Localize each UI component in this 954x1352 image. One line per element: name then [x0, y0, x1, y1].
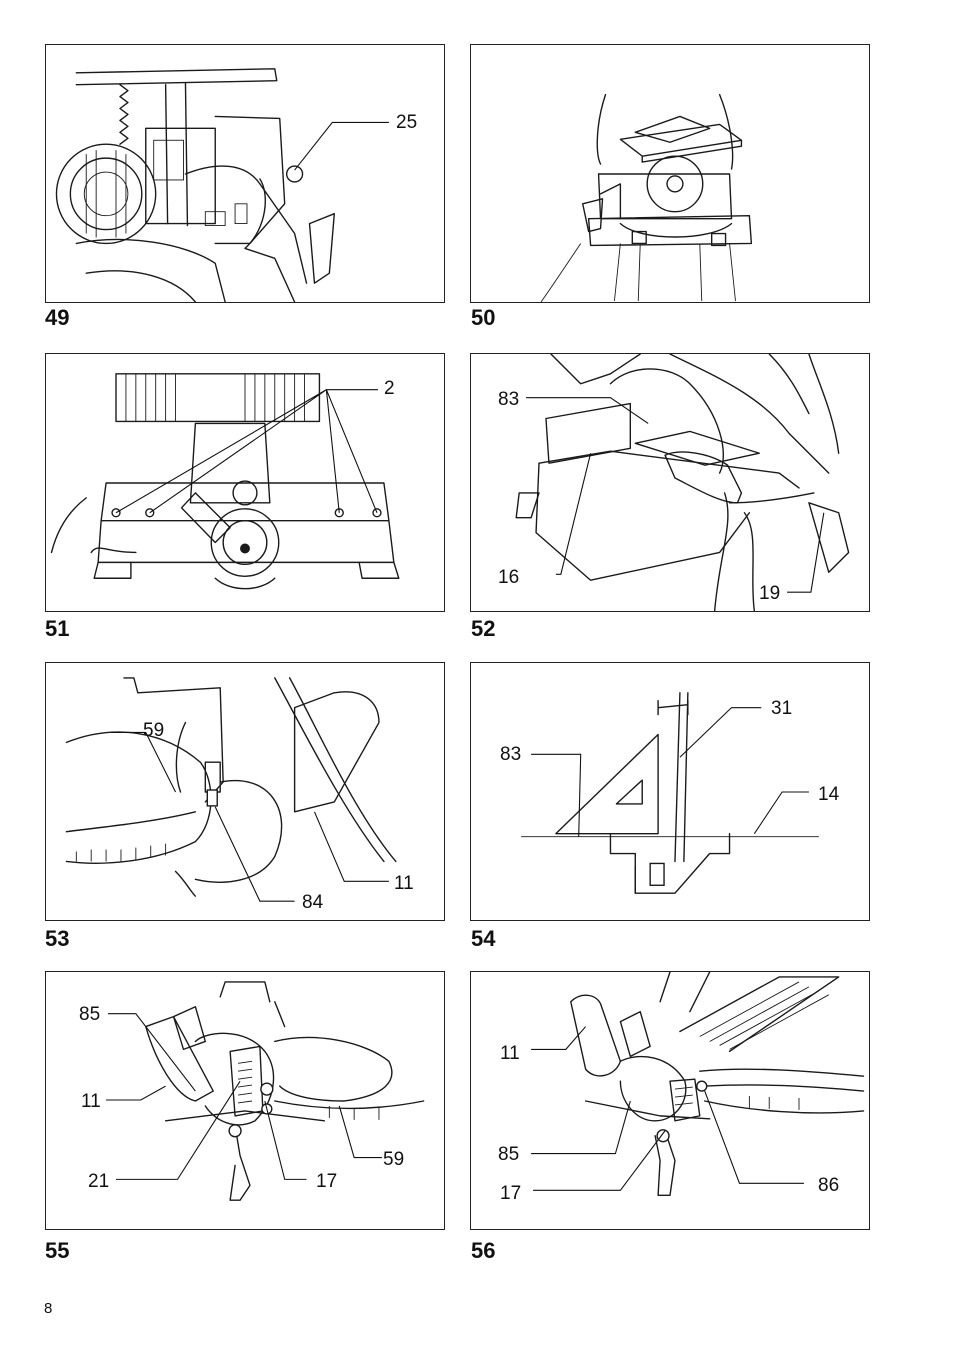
saw-front-drawing [540, 93, 753, 302]
saw-blade-guard-drawing [65, 677, 397, 902]
saw-table-hand-drawing [515, 354, 850, 611]
callout-84: 84 [302, 892, 324, 913]
callout-83-fig54: 83 [500, 744, 522, 765]
callout-16: 16 [498, 567, 520, 588]
callout-21: 21 [88, 1171, 110, 1192]
figure-number-50: 50 [471, 305, 496, 330]
callout-19: 19 [759, 583, 781, 604]
figure-50-illustration [470, 44, 870, 303]
page-number: 8 [44, 1300, 53, 1317]
figure-56-illustration: 11 85 17 86 [470, 971, 870, 1230]
callout-17-fig56: 17 [500, 1183, 522, 1204]
callout-59-fig55: 59 [383, 1149, 405, 1170]
figure-number-56: 56 [471, 1238, 496, 1263]
callout-31: 31 [771, 698, 793, 719]
figure-number-55: 55 [45, 1238, 70, 1263]
figure-49-illustration: 25 [45, 44, 445, 303]
figure-number-52: 52 [471, 616, 496, 641]
callout-25: 25 [396, 112, 418, 133]
bevel-stop-drawing [531, 972, 865, 1196]
figure-53-illustration: 59 84 11 [45, 662, 445, 921]
figure-55-illustration: 85 11 21 17 59 [45, 971, 445, 1230]
figure-54-illustration: 31 83 14 [470, 662, 870, 921]
callout-14: 14 [818, 784, 840, 805]
figure-number-49: 49 [45, 305, 70, 330]
callout-85-fig56: 85 [498, 1144, 520, 1165]
figure-52-illustration: 83 16 19 [470, 353, 870, 612]
callout-83: 83 [498, 389, 520, 410]
callout-85: 85 [79, 1004, 101, 1025]
callout-86: 86 [818, 1175, 840, 1196]
callout-11-fig56: 11 [500, 1043, 520, 1064]
callout-11-fig55: 11 [81, 1091, 101, 1112]
callout-17: 17 [316, 1171, 338, 1192]
callout-59: 59 [143, 720, 165, 741]
callout-2: 2 [384, 378, 395, 399]
figure-number-54: 54 [471, 926, 496, 951]
figure-number-53: 53 [45, 926, 70, 951]
callout-11: 11 [394, 873, 414, 894]
saw-base-drawing [50, 373, 400, 590]
square-blade-check-drawing [521, 692, 819, 894]
saw-motor-drawing [55, 68, 389, 302]
figure-number-51: 51 [45, 616, 70, 641]
bevel-scale-drawing [106, 981, 425, 1201]
figure-51-illustration: 2 [45, 353, 445, 612]
